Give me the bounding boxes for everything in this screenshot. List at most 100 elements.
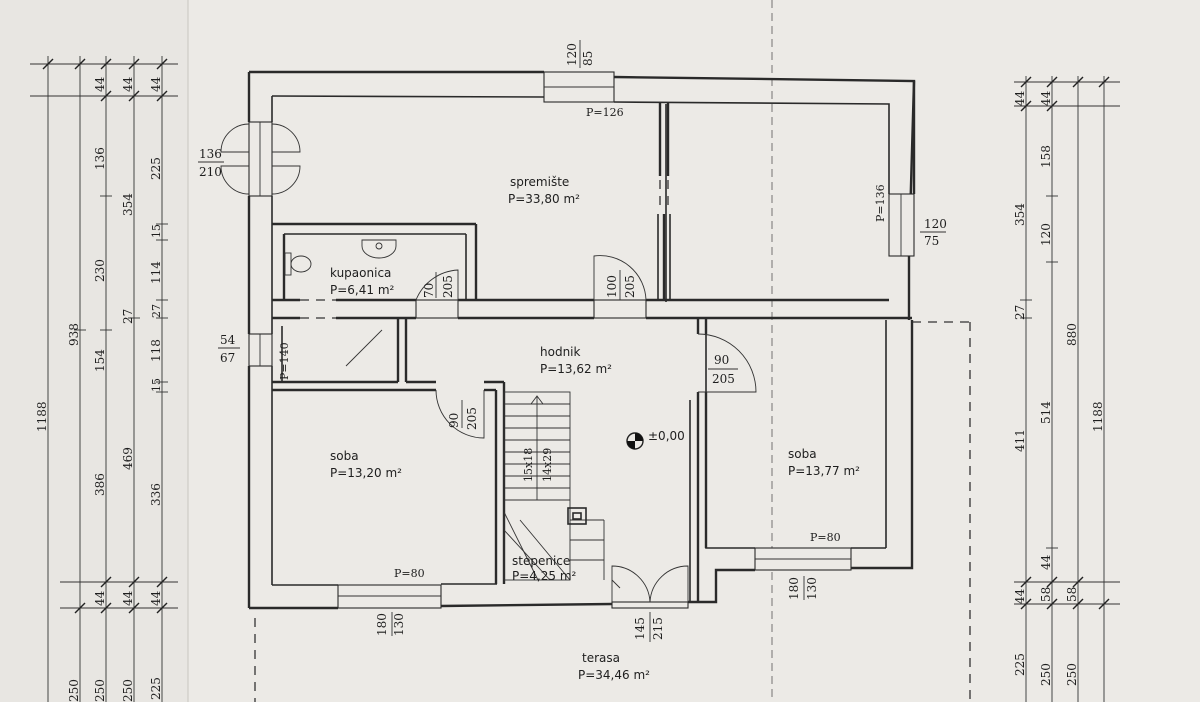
- room-area-kupaonica: P=6,41 m²: [330, 283, 395, 297]
- dim-right-col2-7: 250: [1039, 663, 1053, 686]
- door-soba-left-width: 90: [447, 413, 461, 428]
- door-bath-width: 70: [422, 283, 436, 298]
- dim-left-col5-6: 118: [149, 339, 163, 362]
- casement-swings-left: [220, 123, 301, 195]
- dim-right-col2-4: 514: [1039, 401, 1053, 424]
- dim-right-col1-1: 44: [1013, 90, 1027, 106]
- dim-right-col1-6: 225: [1013, 653, 1027, 676]
- room-name-terasa: terasa: [582, 651, 620, 665]
- room-area-terasa: P=34,46 m²: [578, 668, 650, 682]
- dimension-chains-left: [30, 56, 178, 702]
- entry-door-width: 145: [633, 617, 647, 640]
- window-top-height: 85: [581, 51, 595, 66]
- dim-left-col5-9: 44: [149, 590, 163, 606]
- window-bot-right-height: 130: [805, 577, 819, 600]
- window-left-top-width: 136: [199, 147, 222, 161]
- dimension-ticks-left: [42, 58, 168, 614]
- window-bottom-left: [337, 584, 442, 609]
- room-area-spremiste: P=33,80 m²: [508, 192, 580, 206]
- room-name-hodnik: hodnik: [540, 345, 581, 359]
- window-left-mid-parapet: P=140: [278, 342, 291, 380]
- window-left-top: [248, 121, 273, 197]
- bathroom-fixtures: [284, 239, 397, 276]
- room-area-soba-right: P=13,77 m²: [788, 464, 860, 478]
- dim-left-col4-3: 27: [121, 309, 135, 324]
- window-left-mid-height: 67: [220, 351, 235, 365]
- window-bot-right-parapet: P=80: [810, 531, 841, 544]
- door-soba-left-height: 205: [465, 407, 479, 430]
- window-bot-left-parapet: P=80: [394, 567, 425, 580]
- dim-left-col2-1: 938: [67, 323, 81, 346]
- dim-left-col3-4: 154: [93, 349, 107, 372]
- door-storage-height: 205: [623, 275, 637, 298]
- window-left-mid-width: 54: [220, 333, 236, 347]
- room-name-soba-left: soba: [330, 449, 359, 463]
- dim-left-col5-3: 15: [150, 224, 163, 238]
- dim-right-col2-3: 120: [1039, 223, 1053, 246]
- room-area-stepenice: P=4,25 m²: [512, 569, 577, 583]
- window-top-parapet: P=126: [586, 106, 624, 119]
- toilet-icon: [284, 252, 292, 276]
- door-soba-right-width: 90: [714, 353, 729, 367]
- dim-left-col3-2: 136: [93, 147, 107, 170]
- entry-door-frame: [611, 601, 689, 609]
- entry-door-height: 215: [651, 617, 665, 640]
- paper-left-strip: [0, 0, 188, 702]
- room-area-soba-left: P=13,20 m²: [330, 466, 402, 480]
- room-name-spremiste: spremište: [510, 175, 569, 189]
- terrace-outline: [254, 321, 971, 702]
- interior-walls: [272, 102, 912, 602]
- dim-right-col4-1: 1188: [1091, 401, 1105, 432]
- dim-right-col3-2: 58: [1065, 587, 1079, 602]
- dim-right-col2-6: 58: [1039, 587, 1053, 602]
- window-right-width: 120: [924, 217, 947, 231]
- dim-left-col5-10: 225: [149, 677, 163, 700]
- dim-left-col5-4: 114: [149, 261, 163, 284]
- dim-right-col3-1: 880: [1065, 323, 1079, 346]
- stair-label-steps-a: 15x18: [522, 448, 535, 482]
- window-right-parapet: P=136: [874, 184, 887, 222]
- window-right: [888, 193, 915, 257]
- door-bath-height: 205: [441, 275, 455, 298]
- windows: [248, 71, 915, 609]
- dim-left-col4-2: 354: [121, 193, 135, 216]
- level-mark-label: ±0,00: [648, 429, 685, 443]
- dim-left-col5-5: 27: [150, 304, 163, 318]
- dimension-chains-right: [1014, 76, 1120, 702]
- window-left-mid: [248, 333, 273, 367]
- doors: [345, 255, 757, 603]
- dim-left-col4-1: 44: [121, 76, 135, 92]
- window-top-width: 120: [565, 43, 579, 66]
- exterior-walls: [247, 70, 916, 610]
- dim-left-col5-2: 225: [149, 157, 163, 180]
- dim-right-col1-4: 411: [1013, 429, 1027, 452]
- room-area-hodnik: P=13,62 m²: [540, 362, 612, 376]
- dim-left-col3-5: 386: [93, 473, 107, 496]
- dim-left-col1-1: 1188: [35, 401, 49, 432]
- dim-left-col2-2: 250: [67, 679, 81, 702]
- window-bot-left-width: 180: [375, 613, 389, 636]
- door-storage-width: 100: [605, 275, 619, 298]
- dim-left-col4-6: 250: [121, 679, 135, 702]
- bath-door-gap: [415, 299, 459, 319]
- dimension-ticks-right: [1020, 76, 1110, 610]
- room-name-kupaonica: kupaonica: [330, 266, 391, 280]
- room-name-stepenice: stepenice: [512, 554, 570, 568]
- window-right-height: 75: [924, 234, 939, 248]
- storage-door-gap: [593, 299, 647, 319]
- dim-right-col1-5: 44: [1013, 588, 1027, 604]
- window-bot-right-width: 180: [787, 577, 801, 600]
- dim-right-col2-2: 158: [1039, 145, 1053, 168]
- stair-label-steps-b: 14x29: [541, 448, 554, 482]
- dim-right-col1-2: 354: [1013, 203, 1027, 226]
- window-bot-left-height: 130: [392, 613, 406, 636]
- door-soba-right-height: 205: [712, 372, 735, 386]
- dim-left-col4-5: 44: [121, 590, 135, 606]
- dim-right-col2-5: 44: [1039, 554, 1053, 570]
- room-name-soba-right: soba: [788, 447, 817, 461]
- dim-right-col3-3: 250: [1065, 663, 1079, 686]
- dim-left-col5-8: 336: [149, 483, 163, 506]
- dim-left-col5-1: 44: [149, 76, 163, 92]
- dim-right-col2-1: 44: [1039, 90, 1053, 106]
